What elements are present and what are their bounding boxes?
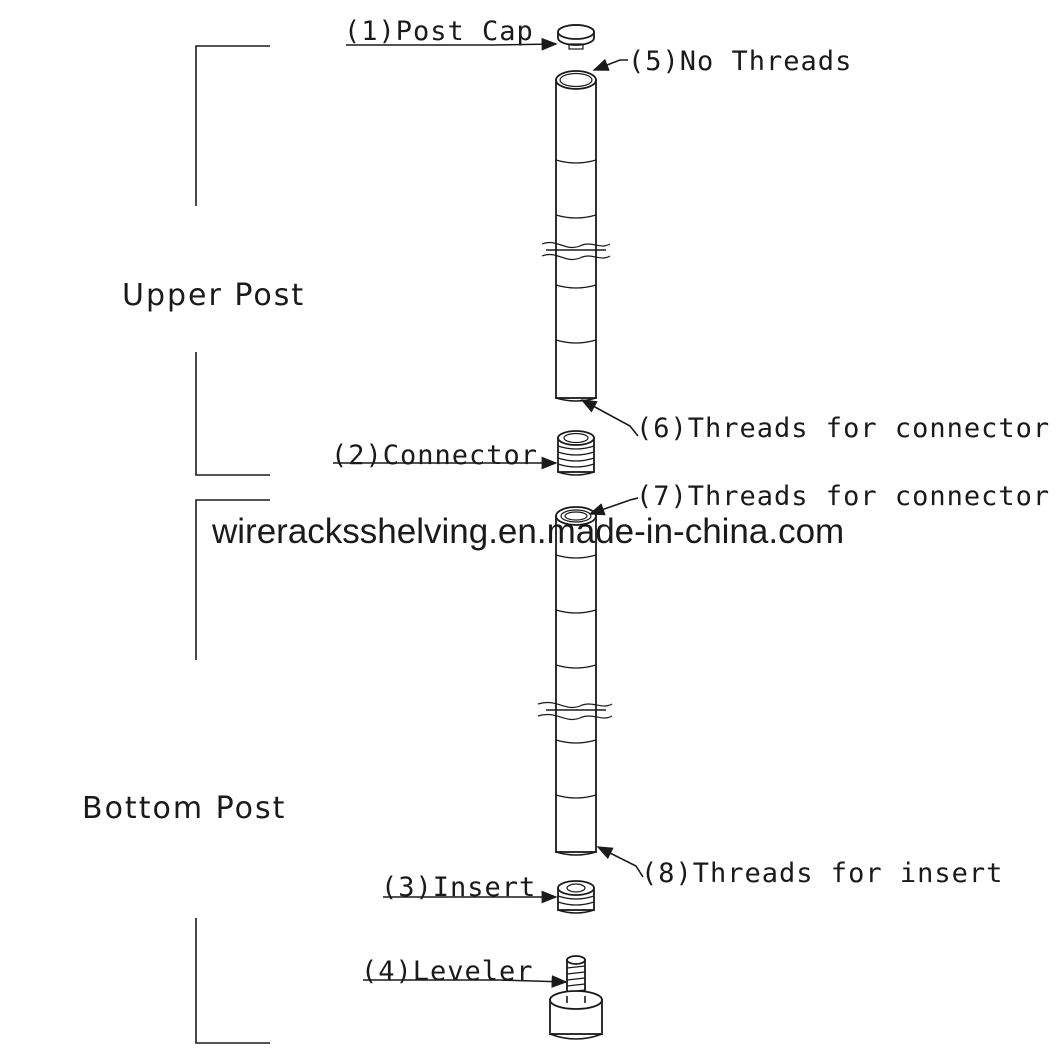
bottom-post <box>537 506 613 856</box>
leveler <box>549 955 603 1040</box>
label-threads-connector-6: (6)Threads for connector <box>636 413 1050 444</box>
connector <box>557 430 595 476</box>
upper-post-bracket <box>195 45 270 476</box>
label-threads-insert: (8)Threads for insert <box>641 858 1003 889</box>
bottom-post-bracket <box>195 499 270 1044</box>
leader-lines <box>333 37 644 988</box>
post-cap <box>557 24 595 50</box>
label-insert: (3)Insert <box>381 872 536 903</box>
label-connector: (2)Connector <box>331 440 538 471</box>
label-leveler: (4)Leveler <box>361 956 534 987</box>
upper-post <box>541 70 611 402</box>
label-post-cap: (1)Post Cap <box>344 16 534 47</box>
upper-post-label: Upper Post <box>122 278 305 313</box>
label-no-threads: (5)No Threads <box>628 46 852 77</box>
label-threads-connector-7: (7)Threads for connector <box>636 481 1050 512</box>
watermark-text: wireracksshelving.en.made-in-china.com <box>211 512 844 551</box>
insert <box>557 880 595 914</box>
bottom-post-label: Bottom Post <box>82 791 286 826</box>
